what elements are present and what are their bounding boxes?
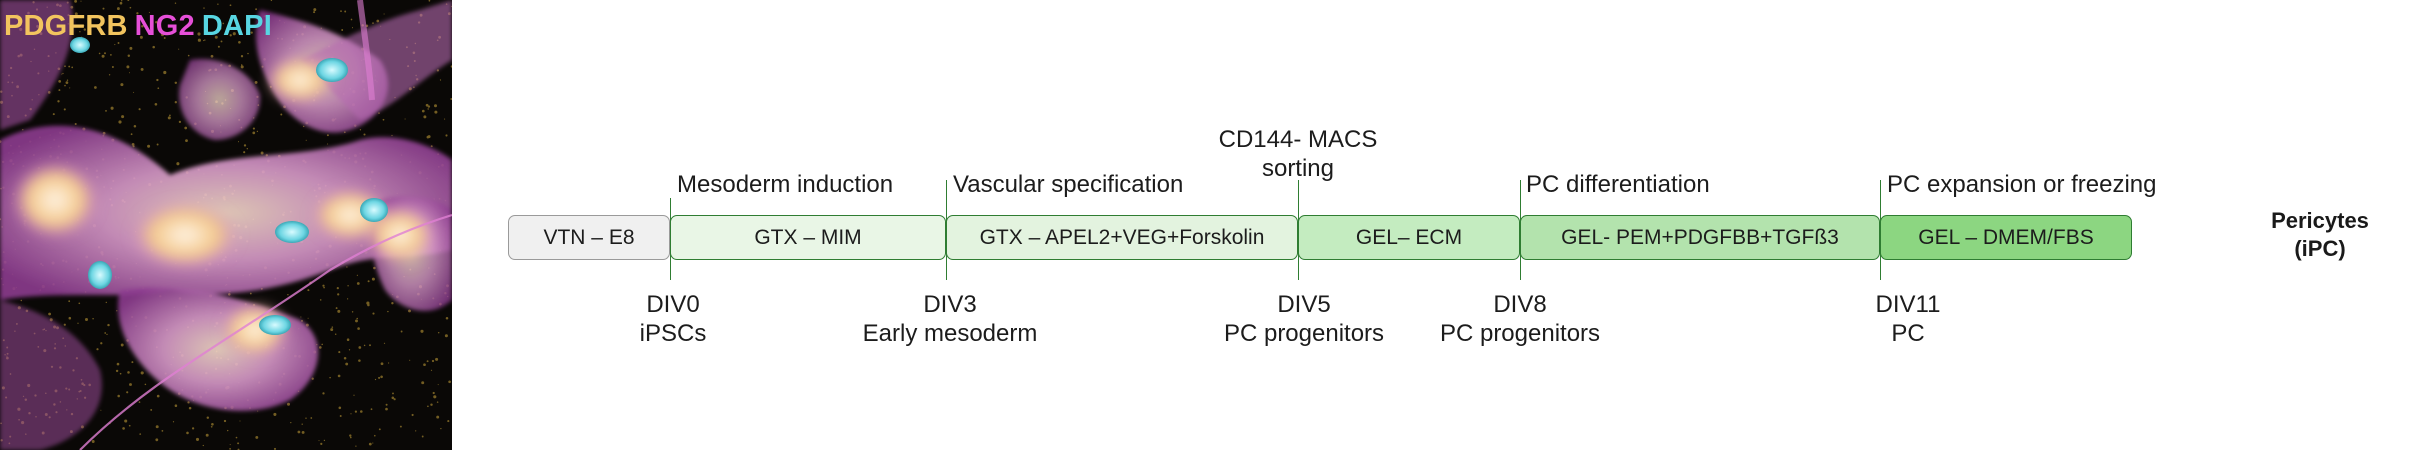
stage-box: GTX – MIM — [670, 215, 946, 260]
stage-label: GEL – DMEM/FBS — [1918, 225, 2094, 249]
phase-label-macs-sorting: CD144- MACS sorting — [1219, 125, 1378, 183]
outcome-label: Pericytes (iPC) — [2271, 207, 2369, 263]
stage-label: VTN – E8 — [543, 225, 635, 249]
stage-box: GTX – APEL2+VEG+Forskolin — [946, 215, 1298, 260]
phase-label-vascular-specification: Vascular specification — [953, 171, 1184, 198]
stain-label-dapi: DAPI — [201, 10, 272, 42]
milestone-day: DIV5 — [1277, 291, 1331, 318]
phase-label-line: sorting — [1261, 155, 1335, 182]
milestone-state: PC — [1891, 320, 1925, 347]
milestone-tick — [1520, 180, 1521, 280]
milestone-label: DIV0 iPSCs — [640, 290, 707, 348]
stage-label: GTX – APEL2+VEG+Forskolin — [979, 225, 1265, 249]
milestone-tick — [946, 180, 947, 280]
milestone-tick — [670, 198, 671, 280]
milestone-state: iPSCs — [639, 320, 707, 347]
stage-label: GEL- PEM+PDGFBB+TGFß3 — [1561, 225, 1839, 249]
milestone-day: DIV8 — [1493, 291, 1547, 318]
stain-label-pdgfrb: PDGFRB — [4, 10, 128, 42]
milestone-label: DIV11 PC — [1876, 290, 1941, 348]
phase-label-line: CD144- MACS — [1218, 126, 1378, 153]
stage-label: GEL– ECM — [1355, 225, 1463, 249]
stage-box: GEL – DMEM/FBS — [1880, 215, 2132, 260]
stage-box: GEL- PEM+PDGFBB+TGFß3 — [1520, 215, 1880, 260]
outcome-line: (iPC) — [2294, 236, 2346, 261]
milestone-state: PC progenitors — [1223, 320, 1385, 347]
milestone-day: DIV0 — [646, 291, 700, 318]
milestone-tick — [1298, 180, 1299, 280]
stage-label: GTX – MIM — [754, 225, 862, 249]
milestone-day: DIV3 — [923, 291, 977, 318]
stage-box: VTN – E8 — [508, 215, 670, 260]
milestone-state: Early mesoderm — [862, 320, 1038, 347]
milestone-label: DIV3 Early mesoderm — [863, 290, 1038, 348]
outcome-line: Pericytes — [2271, 208, 2369, 233]
microscopy-image-render — [0, 0, 452, 450]
milestone-day: DIV11 — [1875, 291, 1941, 318]
milestone-tick — [1880, 180, 1881, 280]
stain-label-ng2: NG2 — [134, 10, 195, 42]
phase-label-pc-expansion: PC expansion or freezing — [1887, 171, 2157, 198]
stage-box: GEL– ECM — [1298, 215, 1520, 260]
milestone-label: DIV8 PC progenitors — [1440, 290, 1600, 348]
milestone-state: PC progenitors — [1439, 320, 1601, 347]
milestone-label: DIV5 PC progenitors — [1224, 290, 1384, 348]
phase-label-mesoderm-induction: Mesoderm induction — [677, 171, 894, 198]
phase-label-pc-differentiation: PC differentiation — [1526, 171, 1710, 198]
